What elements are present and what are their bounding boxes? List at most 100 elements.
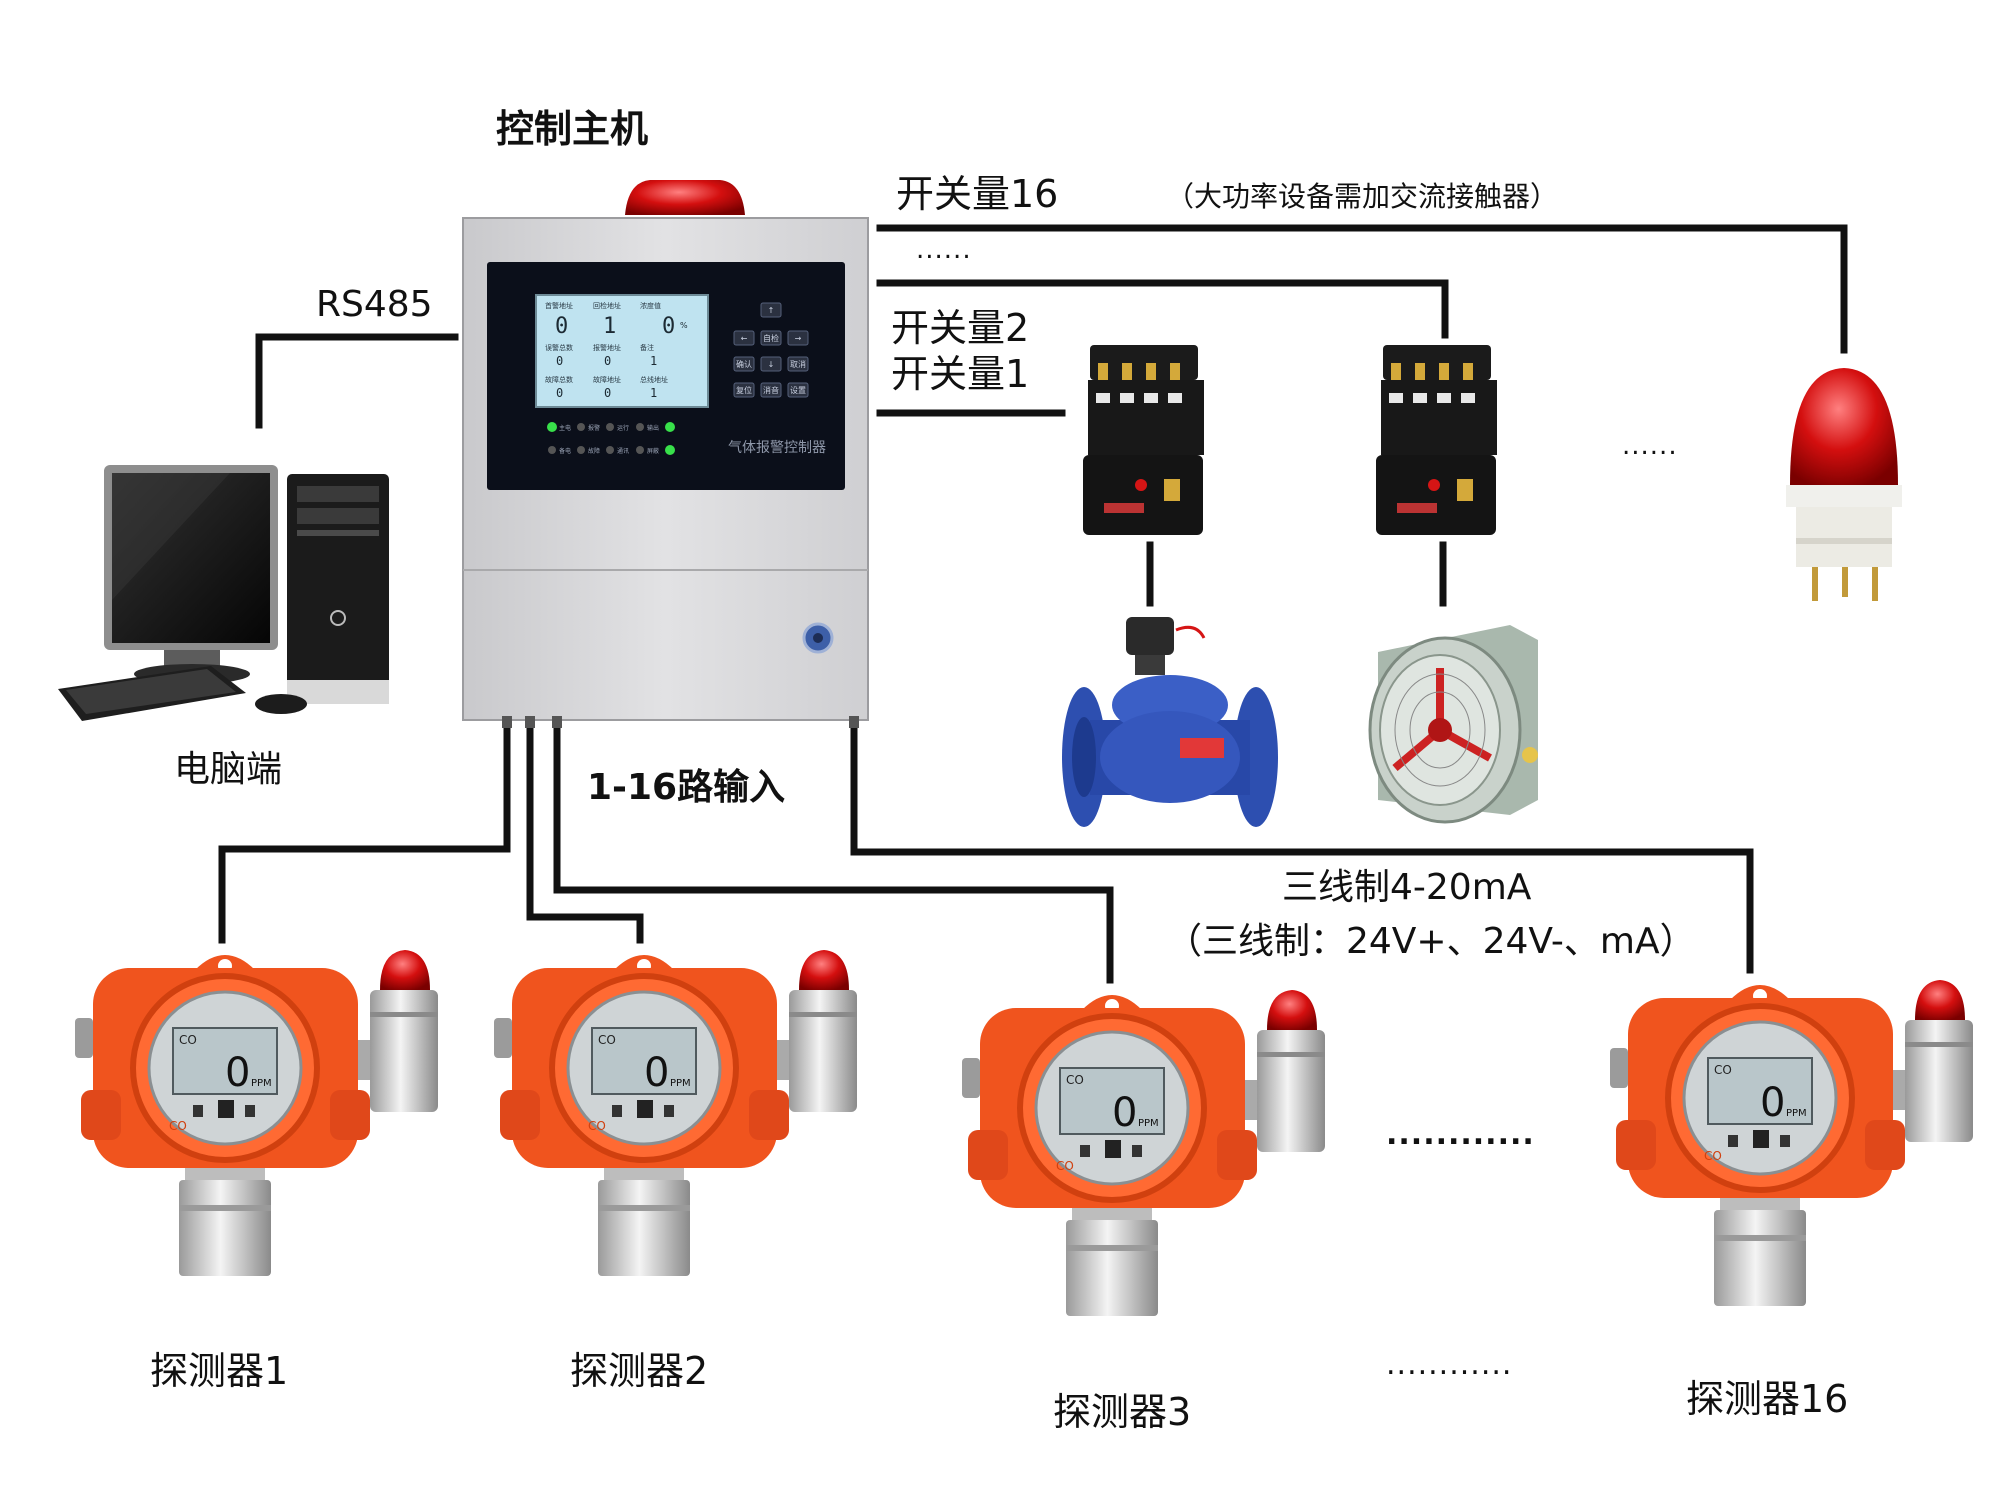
key-up[interactable]: ↑ bbox=[768, 306, 775, 315]
label-signal: 三线制4-20mA bbox=[1282, 867, 1532, 908]
detector-unit: PPM bbox=[1786, 1108, 1807, 1119]
label-switch2: 开关量2 bbox=[891, 306, 1030, 350]
label-detector-16: 探测器16 bbox=[1686, 1377, 1849, 1421]
label-mid-dots-top: ............ bbox=[1386, 1117, 1535, 1152]
led-label-2: 备电 bbox=[559, 447, 571, 455]
label-input: 1-16路输入 bbox=[587, 767, 786, 808]
led-label-8: 屏蔽 bbox=[647, 447, 659, 455]
led-label-4: 故障 bbox=[588, 447, 600, 455]
led-label-5: 运行 bbox=[617, 424, 629, 432]
detector-reading: 0 bbox=[644, 1050, 669, 1096]
controller-panel-title: 气体报警控制器 bbox=[728, 440, 826, 456]
key-selftest[interactable]: 自检 bbox=[763, 333, 779, 343]
contactor-2 bbox=[1376, 345, 1497, 535]
detector-unit: PPM bbox=[251, 1078, 272, 1089]
lcd-value-1: 0 bbox=[555, 314, 568, 339]
lcd-row2-header-1: 误警总数 bbox=[545, 343, 573, 352]
detector-reading: 0 bbox=[1760, 1080, 1785, 1126]
key-down[interactable]: ↓ bbox=[768, 360, 775, 369]
label-detector-2: 探测器2 bbox=[570, 1349, 709, 1393]
wire-rs485 bbox=[255, 333, 459, 429]
label-signal-note: （三线制：24V+、24V-、mA） bbox=[1166, 921, 1696, 962]
detector-gas-label: CO bbox=[179, 1033, 197, 1047]
led-label-1: 主电 bbox=[559, 424, 571, 432]
detector-gas-mark: CO bbox=[1056, 1159, 1074, 1173]
lcd-row2-header-2: 报警地址 bbox=[593, 343, 621, 352]
lcd-header-2: 回检地址 bbox=[593, 301, 621, 310]
label-detector-3: 探测器3 bbox=[1053, 1390, 1192, 1434]
key-cancel[interactable]: 取消 bbox=[790, 359, 806, 369]
lcd-values: 0 1 0 bbox=[555, 314, 675, 339]
wire-detector16 bbox=[850, 726, 1754, 974]
controller-lcd bbox=[535, 294, 709, 408]
wire-detector2 bbox=[526, 726, 644, 944]
label-control-host: 控制主机 bbox=[496, 107, 649, 151]
lcd-row3-value-3: 1 bbox=[650, 386, 657, 400]
detector-gas-mark: CO bbox=[1704, 1149, 1722, 1163]
led-label-6: 通讯 bbox=[617, 447, 629, 455]
lcd-row3-header-1: 故障总数 bbox=[545, 375, 573, 384]
detector-reading: 0 bbox=[225, 1050, 250, 1096]
lcd-headers: 首警地址 回检地址 浓度值 误警总数 报警地址 备注 故障总数 故障地址 总线地… bbox=[545, 301, 668, 384]
lcd-row2-value-2: 0 bbox=[604, 354, 611, 368]
controller-leds: 主电 备电 报警 故障 运行 通讯 输出 屏蔽 bbox=[547, 422, 675, 455]
wire-switch16 bbox=[876, 224, 1848, 354]
label-rs485: RS485 bbox=[316, 284, 433, 325]
lcd-row3-header-2: 故障地址 bbox=[593, 375, 621, 384]
wire-detector3 bbox=[553, 726, 1114, 984]
label-switch1: 开关量1 bbox=[891, 352, 1030, 396]
lcd-value-2: 1 bbox=[603, 314, 616, 339]
label-switch16: 开关量16 bbox=[896, 172, 1059, 216]
lcd-value-3: 0 bbox=[662, 314, 675, 339]
computer bbox=[58, 465, 389, 721]
contactor-1 bbox=[1083, 345, 1204, 535]
mouse bbox=[255, 694, 307, 714]
label-mid-dots-bottom: ............ bbox=[1386, 1347, 1513, 1382]
controller-keypad[interactable]: ↑ ← 自检 → 确认 ↓ 取消 复位 消音 设置 bbox=[733, 302, 809, 398]
lcd-row3-header-3: 总线地址 bbox=[640, 375, 668, 384]
lcd-row2-header-3: 备注 bbox=[640, 343, 654, 352]
detector-gas-label: CO bbox=[1066, 1073, 1084, 1087]
wire-switch2 bbox=[876, 279, 1449, 339]
key-settings[interactable]: 设置 bbox=[790, 385, 806, 395]
lcd-header-3: 浓度值 bbox=[640, 301, 661, 310]
alarm-beacon bbox=[1786, 368, 1902, 601]
label-pc: 电脑端 bbox=[174, 749, 283, 790]
detector-unit: PPM bbox=[670, 1078, 691, 1089]
lcd-row2-value-1: 0 bbox=[556, 354, 563, 368]
lcd-header-1: 首警地址 bbox=[545, 301, 573, 310]
led-label-7: 输出 bbox=[647, 424, 659, 432]
key-right[interactable]: → bbox=[795, 334, 802, 343]
lcd-row3-value-2: 0 bbox=[604, 386, 611, 400]
hp-logo-icon bbox=[330, 610, 346, 626]
detector-gas-label: CO bbox=[1714, 1063, 1732, 1077]
key-left[interactable]: ← bbox=[741, 334, 748, 343]
detector-gas-label: CO bbox=[598, 1033, 616, 1047]
wires bbox=[218, 224, 1848, 984]
key-reset[interactable]: 复位 bbox=[736, 385, 752, 395]
label-right-dots: ...... bbox=[1622, 431, 1678, 461]
lcd-row2-value-3: 1 bbox=[650, 354, 657, 368]
solenoid-valve bbox=[1062, 617, 1278, 827]
wire-detector1 bbox=[218, 726, 511, 944]
detector-gas-mark: CO bbox=[588, 1119, 606, 1133]
label-detector-1: 探测器1 bbox=[150, 1349, 289, 1393]
control-host: 首警地址 回检地址 浓度值 误警总数 报警地址 备注 故障总数 故障地址 总线地… bbox=[462, 180, 869, 728]
label-contactor-note: （大功率设备需加交流接触器） bbox=[1166, 180, 1559, 213]
lcd-row3-value-1: 0 bbox=[556, 386, 563, 400]
controller-alarm-lamp bbox=[625, 180, 745, 215]
led-label-3: 报警 bbox=[588, 424, 600, 432]
key-mute[interactable]: 消音 bbox=[763, 385, 779, 395]
key-confirm[interactable]: 确认 bbox=[736, 359, 752, 369]
label-relay-dots: ...... bbox=[916, 235, 972, 265]
axial-fan bbox=[1368, 625, 1538, 824]
detector-gas-mark: CO bbox=[169, 1119, 187, 1133]
lcd-small-values: 0 0 1 0 0 1 bbox=[556, 354, 657, 400]
